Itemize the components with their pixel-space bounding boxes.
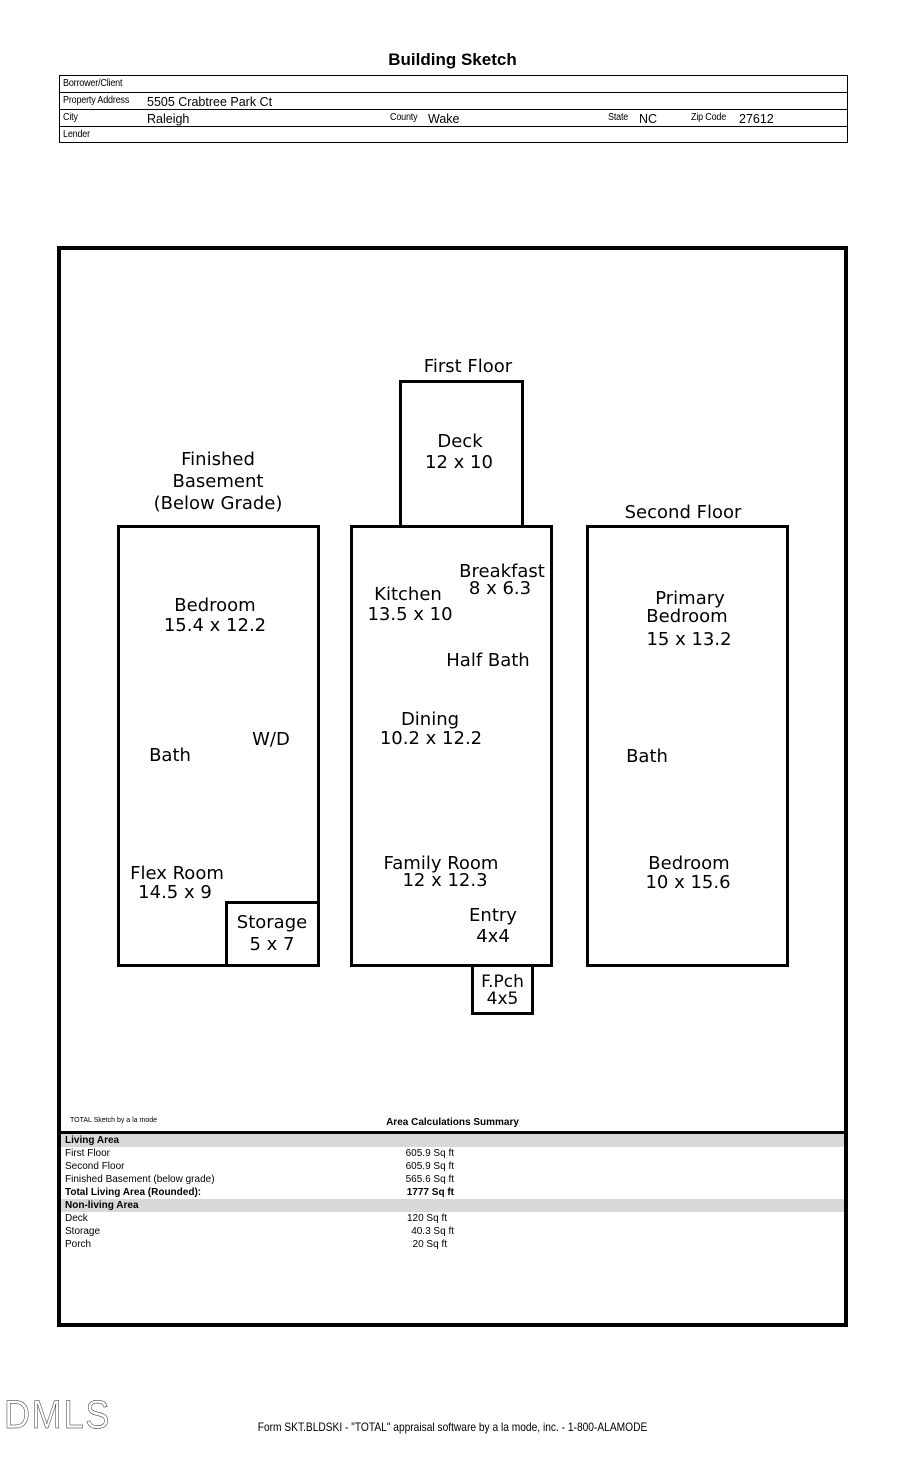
storage-area-value: 40.3 Sq ft: [411, 1226, 454, 1237]
basement-heading-1: Finished: [181, 449, 255, 470]
porch-label: F.Pch: [481, 972, 524, 992]
summary-row: Second Floor 605.9 Sq ft: [61, 1160, 844, 1173]
second-bath-label: Bath: [626, 746, 668, 767]
half-bath-label: Half Bath: [446, 650, 530, 671]
second-floor-heading: Second Floor: [624, 502, 742, 523]
deck-area-value: 120 Sq ft: [406, 1213, 447, 1224]
basement-area-label: Finished Basement (below grade): [65, 1174, 215, 1185]
total-row: Total Living Area (Rounded): 1777 Sq ft: [61, 1186, 844, 1199]
breakfast-label: Breakfast: [459, 561, 545, 582]
county-label: County: [390, 112, 418, 123]
basement-bedroom-dim: 15.4 x 12.2: [163, 615, 267, 636]
page-title: Building Sketch: [388, 50, 517, 69]
dining-dim: 10.2 x 12.2: [379, 728, 483, 749]
city-value: Raleigh: [147, 112, 190, 126]
first-floor-area-label: First Floor: [65, 1148, 110, 1159]
first-floor-area-value: 605.9 Sq ft: [405, 1148, 454, 1159]
storage-dim: 5 x 7: [249, 934, 295, 955]
non-living-area-head: Non-living Area: [61, 1199, 844, 1212]
zip-label: Zip Code: [691, 112, 727, 123]
primary-bedroom-label-2: Bedroom: [646, 606, 728, 627]
kitchen-dim: 13.5 x 10: [367, 604, 453, 625]
basement-plan: [117, 525, 320, 967]
family-room-dim: 12 x 12.3: [402, 870, 488, 891]
deck-dim: 12 x 10: [425, 452, 493, 473]
basement-area-value: 565.6 Sq ft: [405, 1174, 454, 1185]
lender-row: Lender: [60, 127, 847, 144]
porch-area-label: Porch: [65, 1239, 92, 1250]
basement-heading-2: Basement: [172, 471, 264, 492]
second-bedroom-label: Bedroom: [648, 853, 730, 874]
lender-label: Lender: [63, 129, 90, 140]
city-label: City: [63, 112, 78, 123]
summary-row: Storage 40.3 Sq ft: [61, 1225, 844, 1238]
porch-dim: 4x5: [486, 989, 519, 1009]
second-floor-area-label: Second Floor: [65, 1161, 125, 1172]
summary-row: Deck 120 Sq ft: [61, 1212, 844, 1225]
wd-label: W/D: [252, 729, 290, 750]
dmls-logo: DMLS: [4, 1393, 112, 1438]
sketch-frame: [57, 246, 848, 1327]
non-living-area-label: Non-living Area: [65, 1200, 139, 1211]
second-bedroom-dim: 10 x 15.6: [645, 872, 731, 893]
flex-room-label: Flex Room: [130, 863, 224, 884]
sketch-credit: TOTAL Sketch by a la mode: [70, 1117, 158, 1124]
zip-value: 27612: [739, 112, 774, 126]
basement-bath-label: Bath: [149, 745, 191, 766]
storage-area-label: Storage: [65, 1226, 101, 1237]
total-area-label: Total Living Area (Rounded):: [65, 1187, 202, 1198]
address-value: 5505 Crabtree Park Ct: [147, 95, 273, 109]
summary-row: Porch 20 Sq ft: [61, 1238, 844, 1251]
first-floor-plan: [350, 525, 553, 967]
deck-area-label: Deck: [65, 1213, 88, 1224]
borrower-row: Borrower/Client: [60, 76, 847, 93]
entry-dim: 4x4: [476, 926, 510, 947]
second-floor-area-value: 605.9 Sq ft: [405, 1161, 454, 1172]
summary-row: First Floor 605.9 Sq ft: [61, 1147, 844, 1160]
summary-row: Finished Basement (below grade) 565.6 Sq …: [61, 1173, 844, 1186]
primary-bedroom-label-1: Primary: [655, 588, 725, 609]
deck-label: Deck: [437, 431, 483, 452]
dining-label: Dining: [400, 709, 460, 730]
area-summary: Living Area First Floor 605.9 Sq ft Secon…: [61, 1131, 844, 1251]
state-value: NC: [639, 112, 658, 126]
total-area-value: 1777 Sq ft: [406, 1187, 454, 1198]
second-floor-plan: [586, 525, 789, 967]
address-label: Property Address: [63, 95, 130, 106]
living-area-label: Living Area: [65, 1135, 120, 1146]
basement-bedroom-label: Bedroom: [174, 595, 256, 616]
flex-room-dim: 14.5 x 9: [138, 882, 212, 903]
borrower-label: Borrower/Client: [63, 78, 123, 89]
storage-room: [225, 901, 320, 967]
first-floor-heading: First Floor: [423, 356, 513, 377]
front-porch: [471, 964, 534, 1015]
address-row: Property Address 5505 Crabtree Park Ct: [60, 93, 847, 110]
storage-label: Storage: [236, 912, 308, 933]
property-header: Borrower/Client Property Address 5505 Cr…: [59, 75, 848, 143]
state-label: State: [608, 112, 629, 123]
city-row: City Raleigh County Wake State NC Zip Co…: [60, 110, 847, 127]
primary-bedroom-dim: 15 x 13.2: [646, 629, 732, 650]
form-footer: Form SKT.BLDSKI - "TOTAL" appraisal soft…: [257, 1420, 648, 1434]
summary-title: Area Calculations Summary: [386, 1117, 519, 1128]
porch-area-value: 20 Sq ft: [412, 1239, 447, 1250]
family-room-label: Family Room: [383, 853, 499, 874]
basement-heading-3: (Below Grade): [153, 493, 283, 514]
living-area-head: Living Area: [61, 1134, 844, 1147]
kitchen-label: Kitchen: [374, 584, 442, 605]
entry-label: Entry: [469, 905, 517, 926]
breakfast-dim: 8 x 6.3: [468, 578, 532, 599]
county-value: Wake: [428, 112, 460, 126]
